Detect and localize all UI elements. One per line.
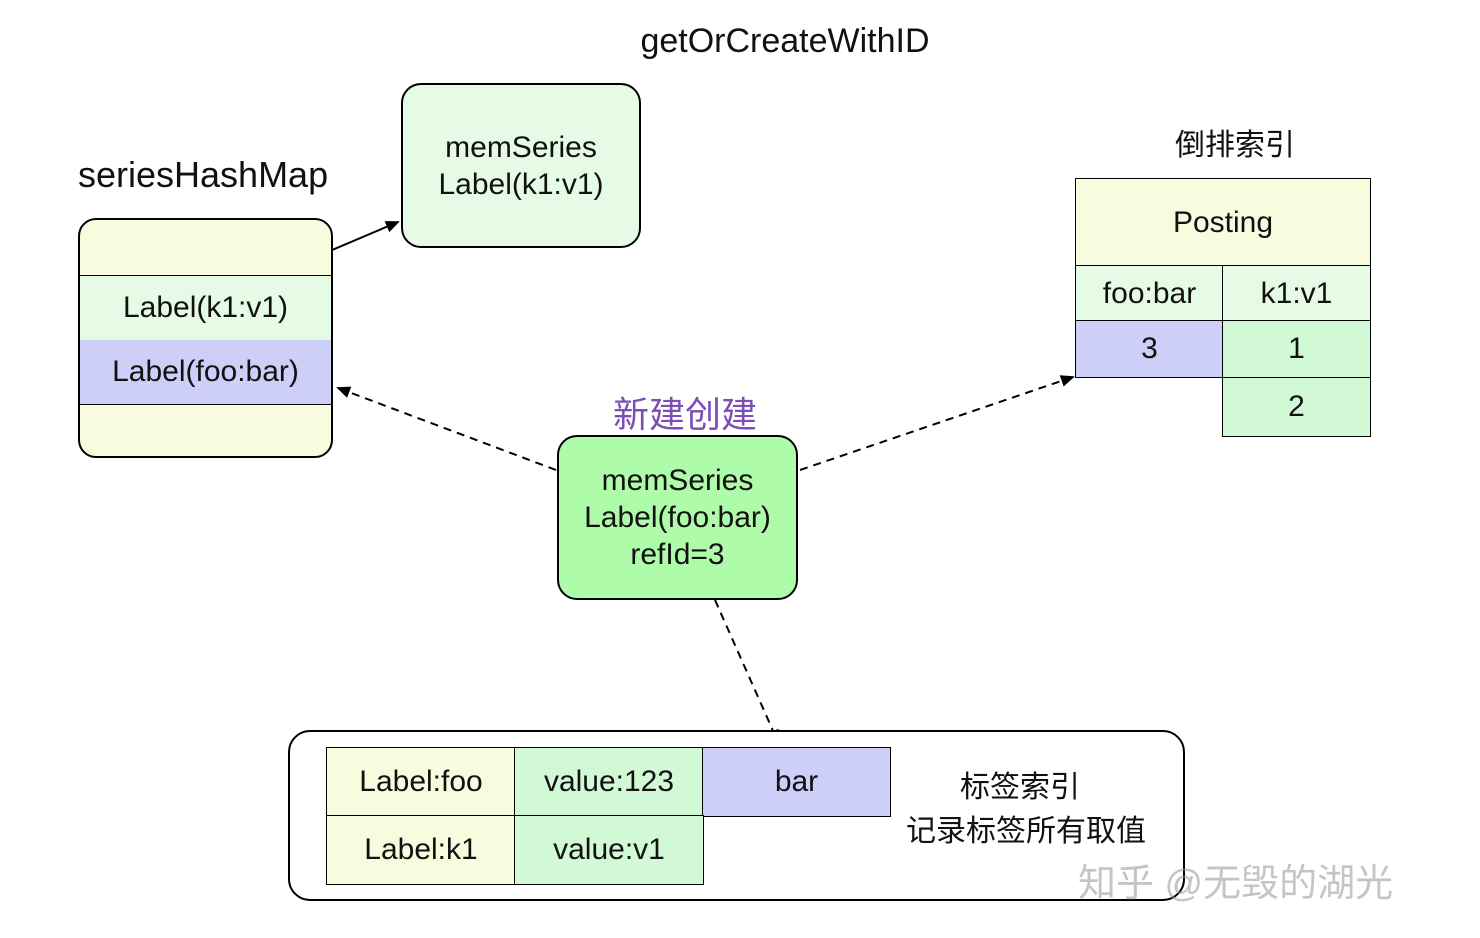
new-memseries-line2: Label(foo:bar) (584, 501, 771, 534)
new-memseries-box: memSeries Label(foo:bar) refId=3 (557, 435, 798, 600)
hashmap-row-foobar: Label(foo:bar) (80, 340, 331, 405)
posting-value-foobar-0: 3 (1075, 320, 1224, 378)
series-hashmap-title: seriesHashMap (78, 154, 329, 195)
posting-header: Posting (1075, 178, 1371, 267)
label-index-label-foo: Label:foo (326, 747, 516, 817)
get-or-create-title: getOrCreateWithID (640, 22, 930, 60)
series-hashmap-box: Label(k1:v1) Label(foo:bar) (78, 218, 333, 458)
arrow-new-series-to-label-index (714, 599, 779, 744)
posting-col-k1v1: k1:v1 (1222, 265, 1371, 322)
hashmap-row-k1v1: Label(k1:v1) (80, 275, 331, 341)
posting-value-k1v1-0: 1 (1222, 320, 1371, 378)
existing-memseries-line2: Label(k1:v1) (438, 167, 604, 201)
watermark: 知乎 @无毁的湖光 (1078, 863, 1394, 905)
inverted-index-title: 倒排索引 (1175, 129, 1295, 162)
new-memseries-line1: memSeries (601, 464, 754, 497)
label-index-label-k1: Label:k1 (326, 815, 516, 885)
existing-memseries-box: memSeries Label(k1:v1) (401, 83, 641, 248)
arrow-new-series-to-hashmap (336, 386, 557, 471)
existing-memseries-line1: memSeries (445, 130, 597, 164)
new-memseries-line3: refId=3 (630, 538, 725, 571)
label-index-value-123: value:123 (514, 747, 704, 817)
posting-col-foobar: foo:bar (1075, 265, 1224, 322)
arrow-new-series-to-posting (799, 375, 1075, 471)
new-series-caption: 新建创建 (612, 394, 757, 435)
label-index-value-v1: value:v1 (514, 815, 704, 885)
posting-value-k1v1-1: 2 (1222, 377, 1371, 437)
label-index-note-line1: 标签索引 (960, 771, 1080, 804)
label-index-note-line2: 记录标签所有取值 (906, 815, 1146, 848)
label-index-bar: bar (702, 747, 891, 817)
